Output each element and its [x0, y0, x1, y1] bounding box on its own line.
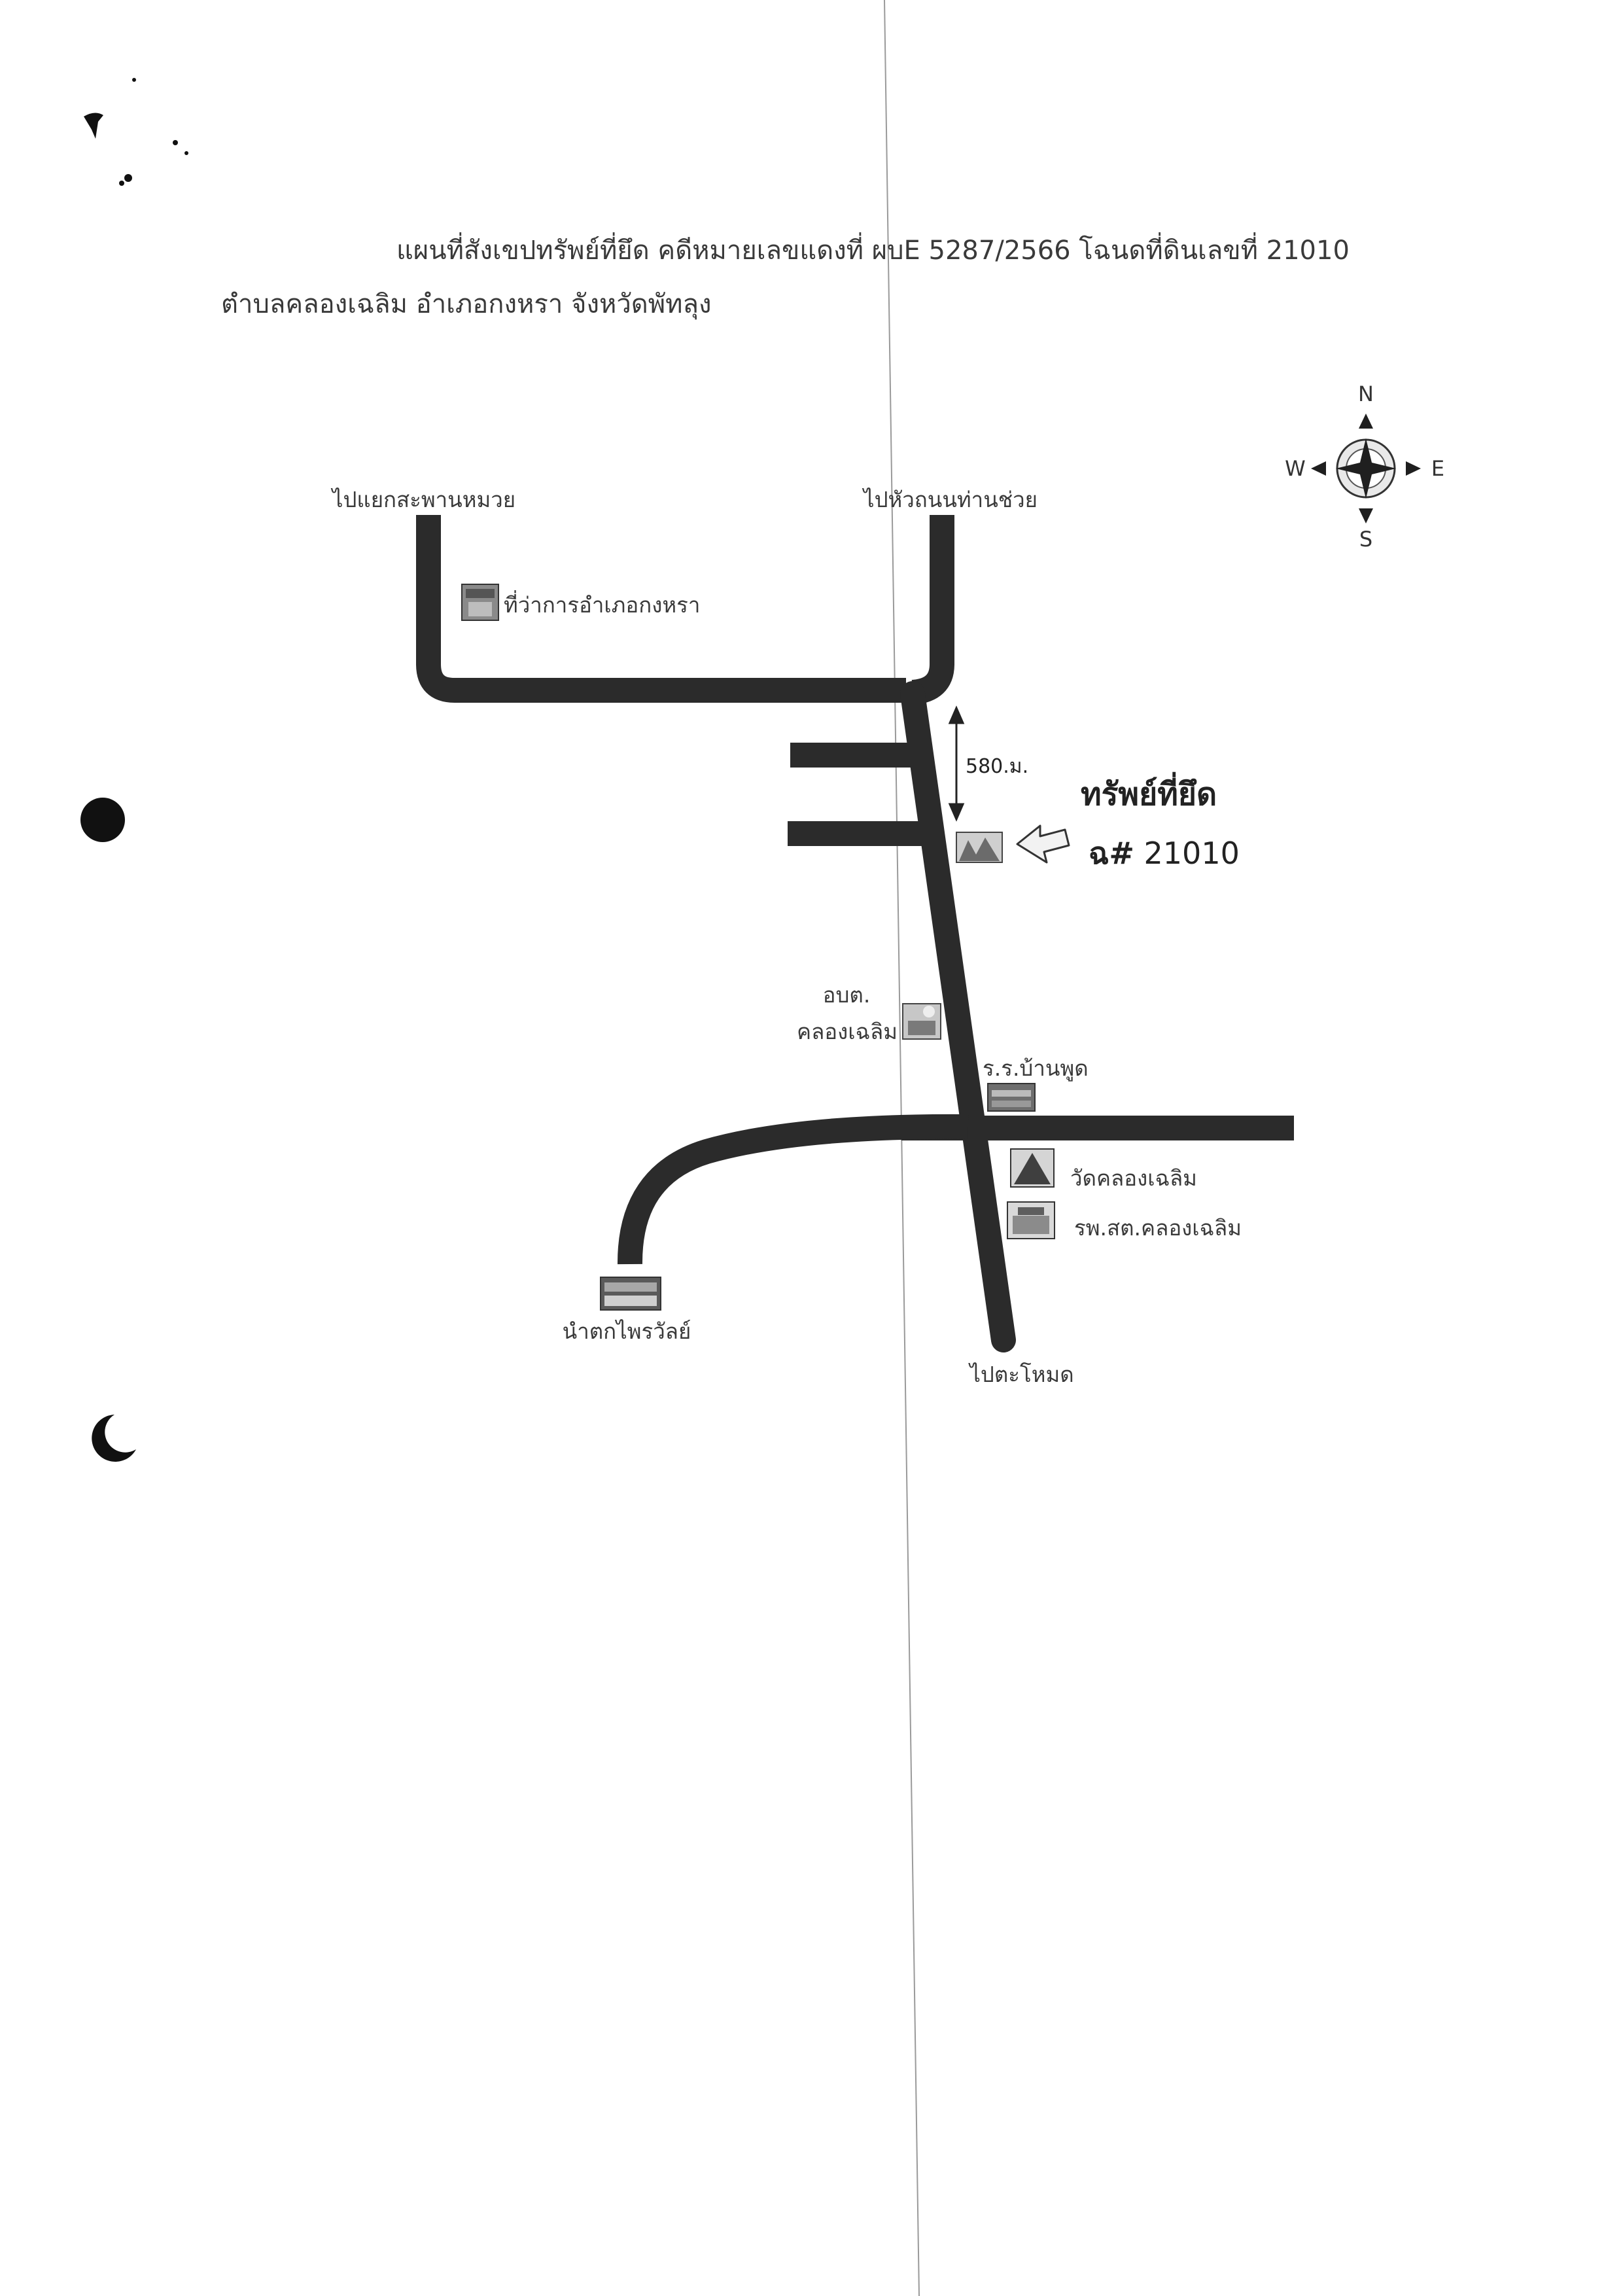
landmark-label-sao-line2: คลองเฉลิม [797, 1019, 898, 1044]
waterfall-photo [600, 1277, 661, 1311]
punch-hole-partial [92, 1415, 136, 1462]
property-photo [956, 832, 1003, 863]
distance-label: 580.ม. [966, 755, 1029, 778]
landmark-label-temple: วัดคลองเฉลิม [1070, 1165, 1197, 1191]
map-subtitle: ตำบลคลองเฉลิม อำเภอกงหรา จังหวัดพัทลุง [221, 289, 712, 319]
road-main [900, 681, 1016, 1352]
sao-photo [902, 1003, 941, 1040]
punch-hole [80, 798, 125, 842]
roads [416, 515, 1294, 1352]
compass-south-label: S [1359, 527, 1373, 552]
property-deed: ฉ# 21010 [1089, 830, 1240, 877]
road-waterfall [617, 1114, 969, 1265]
landmark-label-sao-line1: อบต. [822, 982, 871, 1008]
landmark-label-district-office: ที่ว่าการอำเภอกงหรา [504, 592, 701, 618]
landmark-label-health-center: รพ.สต.คลองเฉลิม [1074, 1215, 1242, 1241]
property-pointer-arrow [1016, 824, 1070, 864]
deed-number: 21010 [1143, 836, 1240, 871]
map-title: แผนที่สังเขปทรัพย์ที่ยึด คดีหมายเลขแดงที… [396, 236, 1350, 266]
road-hua-thanon [911, 515, 954, 705]
landmark-label-school: ร.ร.บ้านพูด [983, 1055, 1089, 1081]
compass-icon [1311, 414, 1421, 523]
compass-east-label: E [1431, 456, 1445, 481]
landmark-label-waterfall: นำตกไพรวัลย์ [562, 1318, 691, 1344]
landmark-thumbnails [461, 584, 1055, 1311]
scan-fold-line [884, 0, 920, 2296]
distance-arrow [948, 705, 965, 822]
scan-specks [84, 78, 188, 186]
health-center-photo [1007, 1201, 1055, 1239]
compass-north-label: N [1358, 381, 1374, 406]
deed-prefix: ฉ# [1089, 836, 1134, 871]
district-office-photo [461, 584, 499, 621]
road-label-sapan-muay: ไปแยกสะพานหมวย [332, 487, 516, 512]
road-label-hua-thanon: ไปหัวถนนท่านช่วย [863, 487, 1038, 512]
property-title: ทรัพย์ที่ยึด [1081, 776, 1217, 813]
temple-photo [1010, 1148, 1055, 1188]
road-sapan-muay [416, 515, 906, 703]
school-photo [987, 1083, 1036, 1112]
road-label-tamod: ไปตะโหมด [969, 1362, 1074, 1387]
compass-west-label: W [1285, 456, 1306, 481]
